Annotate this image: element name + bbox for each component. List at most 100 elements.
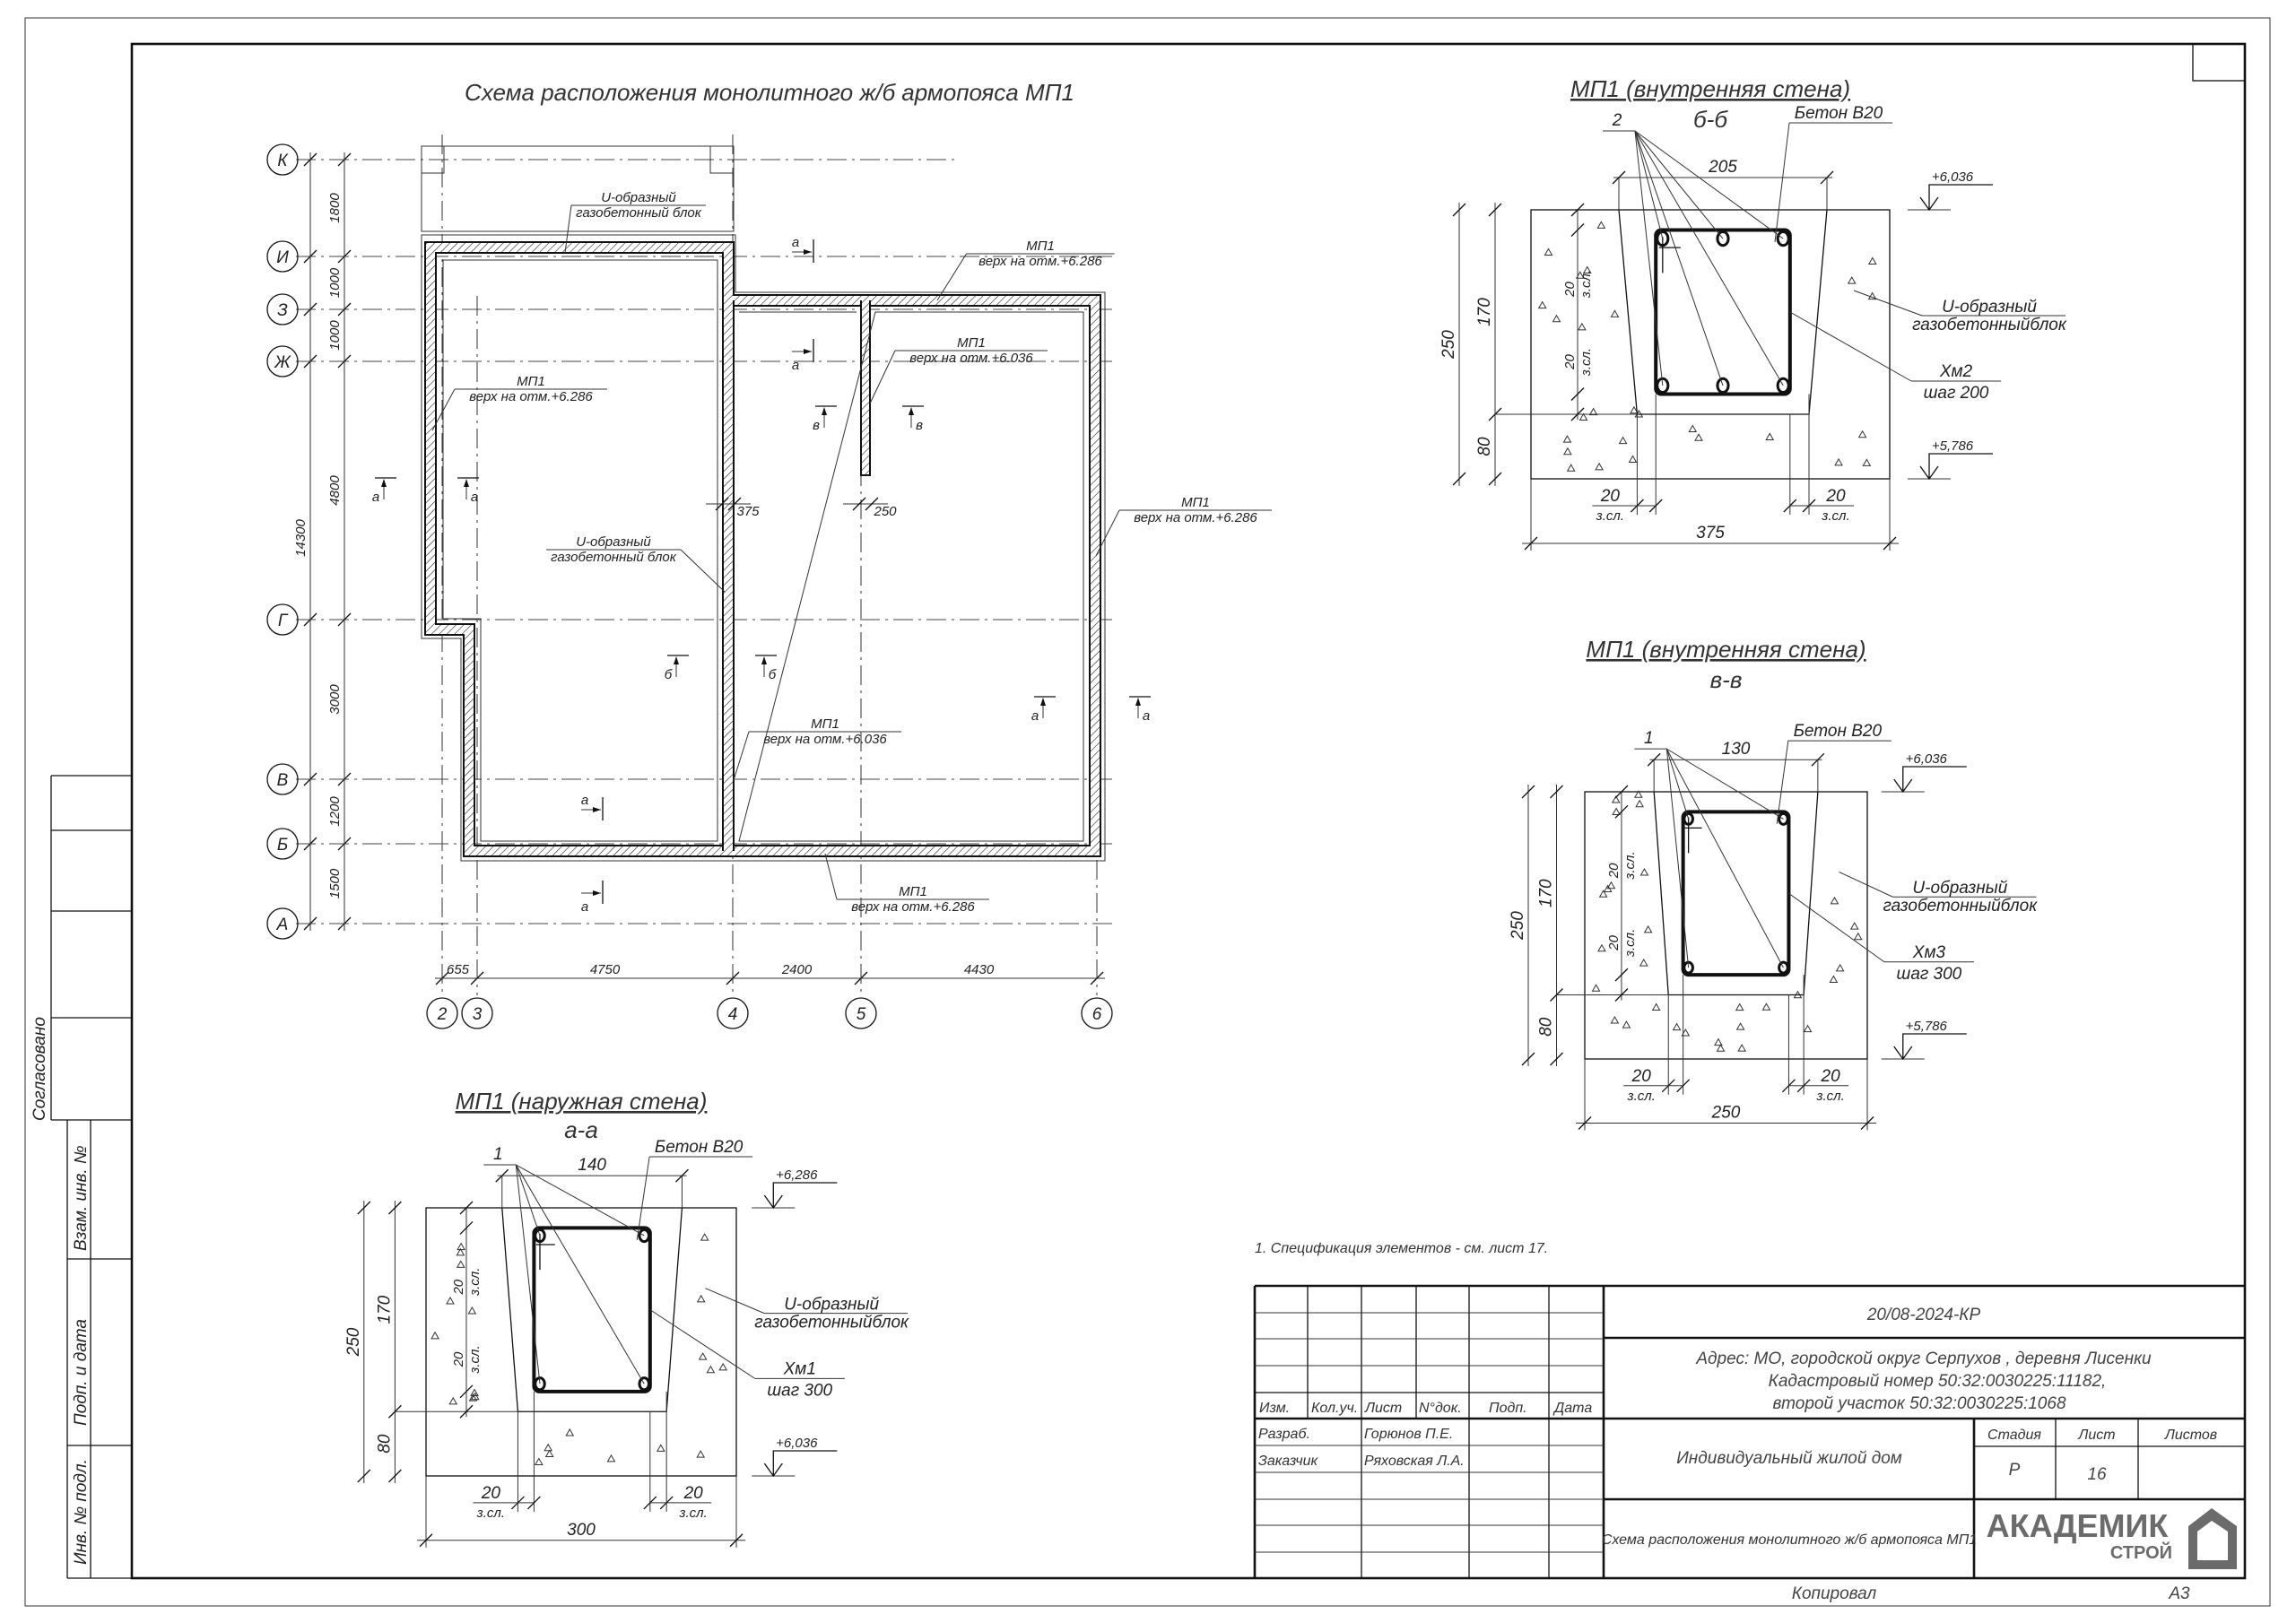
concrete-aggregate <box>696 1294 706 1303</box>
concrete-aggregate <box>1835 963 1845 972</box>
company-logo: АКАДЕМИК СТРОЙ <box>1987 1507 2237 1569</box>
callout-line1: МП1 <box>957 335 986 351</box>
bottom-cover-dim: 20 <box>1600 487 1621 506</box>
arrow-head-icon <box>593 807 601 812</box>
concrete-aggregate <box>1634 790 1643 798</box>
bar-mark: 1 <box>1644 729 1654 748</box>
rebar-stirrup <box>532 1226 652 1393</box>
concrete-aggregate <box>698 1352 708 1360</box>
concrete-aggregate <box>700 1233 709 1241</box>
name-developer: Горюнов П.Е. <box>1364 1427 1453 1442</box>
concrete-aggregate <box>1803 1024 1813 1033</box>
bar-mark-leader <box>1665 748 1690 820</box>
grid-column-label: 2 <box>437 1005 448 1024</box>
replaced-inv-label: Взам. инв. № <box>72 1145 91 1251</box>
concrete-aggregate <box>1577 322 1587 331</box>
concrete-aggregate <box>565 1428 575 1436</box>
address-line-3: второй участок 50:32:0030225:1068 <box>1772 1394 2066 1413</box>
callout-leader <box>869 350 896 404</box>
concrete-aggregate <box>1630 405 1639 414</box>
left-strip: Согласовано Взам. инв. № Подп. и дата Ин… <box>30 775 132 1579</box>
concrete-leader <box>1774 122 1790 243</box>
concrete-aggregate <box>1544 247 1553 256</box>
bar-mark-leader <box>1634 130 1724 386</box>
concrete-aggregate <box>1849 922 1859 930</box>
concrete-aggregate <box>1597 943 1606 952</box>
name-customer: Ряховская Л.А. <box>1364 1454 1465 1469</box>
object-name: Индивидуальный жилой дом <box>1676 1449 1902 1468</box>
sheets-label: Листов <box>2164 1428 2217 1443</box>
perimeter-wall-hatch <box>426 243 1100 855</box>
cover-dim: 20 <box>451 1351 466 1367</box>
row-dim: 1500 <box>327 868 343 898</box>
concrete-label: Бетон В20 <box>1795 104 1883 123</box>
cover-note: з.сл. <box>467 1268 483 1297</box>
concrete-aggregate <box>1853 932 1863 941</box>
header-izm: Изм. <box>1259 1401 1290 1416</box>
header-podp: Подп. <box>1489 1401 1527 1416</box>
concrete-aggregate <box>1606 881 1616 890</box>
room-contour-right <box>738 311 1084 842</box>
column-dim: 4750 <box>590 962 621 977</box>
dimension-tick <box>1578 1116 1592 1130</box>
row-dim: 4800 <box>327 475 343 506</box>
role-customer: Заказчик <box>1258 1454 1319 1469</box>
concrete-aggregate <box>1830 896 1839 905</box>
callout-line2: верх на отм.+6.036 <box>909 351 1033 366</box>
concrete-aggregate <box>656 1444 665 1452</box>
cover-note: з.сл. <box>1578 270 1594 299</box>
row-total-dim: 14300 <box>293 518 309 556</box>
concrete-aggregate <box>1716 1044 1726 1052</box>
section-mark-letter: а <box>1143 708 1150 724</box>
dimension-tick <box>715 497 729 511</box>
logo-sub: СТРОЙ <box>2110 1541 2172 1563</box>
arrow-head-icon <box>381 479 387 487</box>
bar-mark-leader <box>1665 749 1690 968</box>
grid-row-bubble <box>266 293 299 325</box>
section-title: МП1 (наружная стена) <box>456 1088 708 1115</box>
callout-leader <box>733 731 750 781</box>
upper-height-dim: 170 <box>1475 298 1494 326</box>
section-mark: а <box>1129 696 1151 724</box>
grid-row-bubble <box>266 143 299 176</box>
grid-column-bubble <box>845 997 877 1029</box>
concrete-aggregate <box>1643 924 1653 933</box>
section-mark: а <box>581 881 604 915</box>
concrete-aggregate <box>1537 300 1547 309</box>
concrete-aggregate <box>718 1362 728 1371</box>
column-dim: 655 <box>447 962 470 977</box>
u-block-cavity <box>1653 791 1819 996</box>
row-dim: 1000 <box>327 320 343 351</box>
orig-inv-label: Инв. № подл. <box>72 1459 91 1565</box>
concrete-aggregate <box>544 1443 553 1452</box>
dimension-tick <box>1452 203 1466 217</box>
concrete-aggregate <box>1672 1022 1682 1031</box>
logo-main: АКАДЕМИК <box>1987 1507 2170 1544</box>
section-mark: б <box>665 655 689 682</box>
concrete-aggregate <box>1737 1044 1747 1052</box>
concrete-aggregate <box>1595 462 1604 471</box>
bar-mark-leader <box>1665 748 1784 968</box>
elevation-label: +6,286 <box>776 1167 818 1183</box>
section-width-dim: 250 <box>1711 1104 1741 1123</box>
concrete-aggregate <box>1628 455 1638 463</box>
cover-note: з.сл. <box>1622 929 1638 958</box>
rebar-stirrup <box>1681 810 1791 977</box>
callout-line2: верх на отм.+6.286 <box>851 899 975 915</box>
bar-mark-leader <box>1634 130 1724 239</box>
u-block-label-1: U-образный <box>784 1296 879 1315</box>
callout-line2: верх на отм.+6.036 <box>763 732 887 747</box>
outer-contour <box>421 234 1106 862</box>
bottom-cover-note: з.сл. <box>1815 1089 1844 1104</box>
header-date: Дата <box>1552 1401 1592 1416</box>
concrete-aggregate <box>468 1393 478 1402</box>
lower-height-dim: 80 <box>1537 1017 1556 1037</box>
cover-dim: 20 <box>1606 934 1622 950</box>
